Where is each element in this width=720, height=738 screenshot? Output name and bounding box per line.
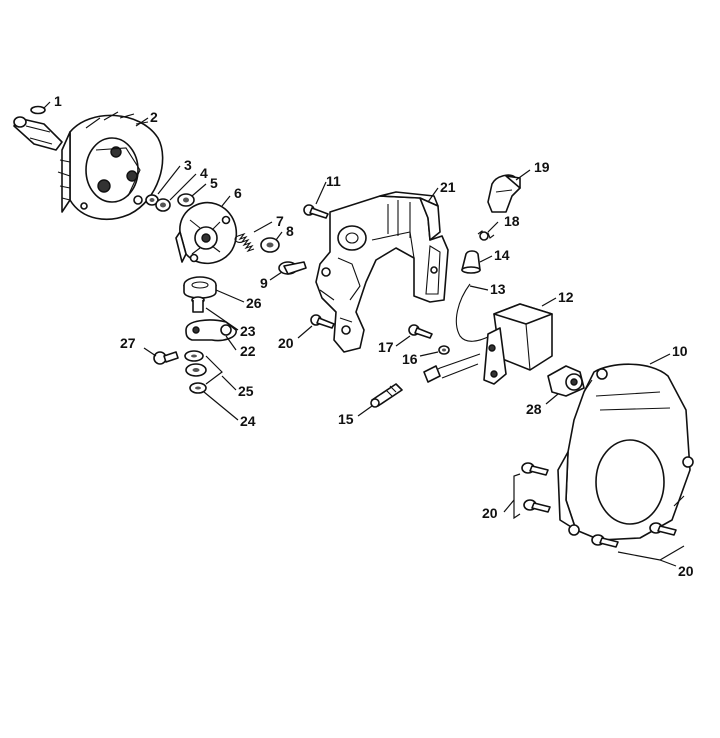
callout-16: 16: [402, 351, 418, 367]
callout-24: 24: [240, 413, 256, 429]
leader-lines: [43, 101, 685, 567]
part-14-grommet: [461, 250, 481, 274]
callout-labels: 1 2 3 4 5 6 7 8 9 26 23 22 27 25 24 11 2…: [54, 93, 694, 579]
callout-21: 21: [440, 179, 456, 195]
callout-2: 2: [150, 109, 158, 125]
part-5-nut: [177, 193, 195, 207]
callout-28: 28: [526, 401, 542, 417]
callout-25: 25: [238, 383, 254, 399]
part-27-screw: [153, 351, 179, 365]
part-23-stud: [191, 296, 205, 313]
callout-17: 17: [378, 339, 394, 355]
callout-3: 3: [184, 157, 192, 173]
callout-19: 19: [534, 159, 550, 175]
callout-9: 9: [260, 275, 268, 291]
callout-22: 22: [240, 343, 256, 359]
part-24-nut: [189, 382, 207, 394]
part-16-washer: [438, 345, 450, 355]
part-21-housing: [315, 191, 449, 353]
part-20-screws-lower-left: [521, 462, 551, 513]
part-20-screw-left: [310, 314, 335, 329]
callout-8: 8: [286, 223, 294, 239]
callout-26: 26: [246, 295, 262, 311]
callout-13: 13: [490, 281, 506, 297]
part-25-washers: [184, 350, 207, 377]
part-9-bolt: [278, 261, 307, 275]
callout-18: 18: [504, 213, 520, 229]
part-2-flywheel: [13, 111, 164, 221]
callout-6: 6: [234, 185, 242, 201]
part-6-clutch: [175, 201, 238, 265]
callout-1: 1: [54, 93, 62, 109]
part-11-screw: [303, 204, 329, 219]
callout-10: 10: [672, 343, 688, 359]
part-26-buffer: [183, 276, 217, 299]
callout-20-left: 20: [278, 335, 294, 351]
callout-23: 23: [240, 323, 256, 339]
part-22-plate: [185, 319, 237, 342]
callout-15: 15: [338, 411, 354, 427]
callout-20-lower-left: 20: [482, 505, 498, 521]
part-1-key: [30, 105, 46, 115]
callout-12: 12: [558, 289, 574, 305]
part-20-screws-lower-right: [591, 522, 677, 548]
part-13-lead: [455, 283, 491, 342]
part-8-washer: [260, 237, 280, 253]
callout-4: 4: [200, 165, 208, 181]
callout-11: 11: [326, 173, 341, 189]
part-4-lock-washer: [155, 198, 171, 212]
callout-14: 14: [494, 247, 510, 263]
part-19-spark-boot: [487, 174, 521, 213]
part-12-ignition-module: [423, 303, 553, 385]
part-18-spring: [477, 230, 495, 241]
callout-20-lower-right: 20: [678, 563, 694, 579]
callout-7: 7: [276, 213, 284, 229]
part-7-spring: [234, 232, 255, 253]
callout-27: 27: [120, 335, 136, 351]
part-10-fan-housing: [557, 363, 694, 541]
callout-5: 5: [210, 175, 218, 191]
part-28-switch: [547, 365, 585, 397]
part-17-screw: [408, 324, 433, 339]
part-15-stud: [370, 383, 403, 408]
